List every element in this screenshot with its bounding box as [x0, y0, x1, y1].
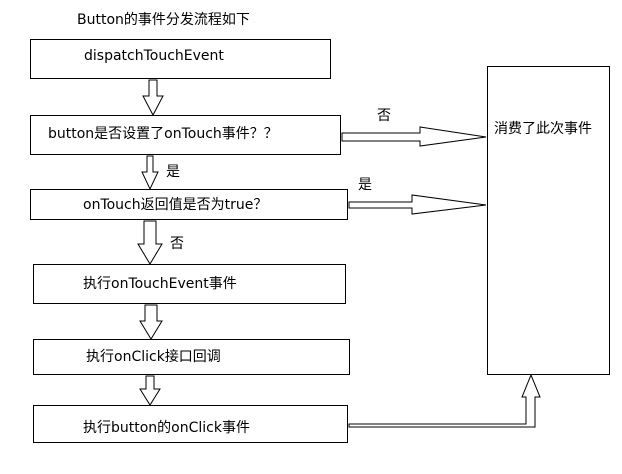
label-dispatch-touch-event: dispatchTouchEvent — [84, 48, 224, 64]
box-exec-onclick-interface — [33, 339, 350, 375]
label-exec-onclick-interface: 执行onClick接口回调 — [86, 349, 221, 365]
arrow-down-2 — [141, 155, 159, 191]
box-dispatch-touch-event — [30, 39, 331, 79]
arrow-right-yes — [348, 194, 487, 215]
arrow-down-1 — [142, 79, 164, 117]
label-consumed: 消费了此次事件 — [494, 121, 592, 137]
edge-label-yes-1: 是 — [166, 164, 180, 180]
arrow-up-return — [348, 373, 541, 428]
box-has-ontouch — [30, 115, 341, 155]
diagram-title: Button的事件分发流程如下 — [77, 12, 250, 28]
arrow-down-4 — [139, 304, 163, 340]
arrow-down-3 — [137, 220, 163, 265]
arrow-right-no — [341, 126, 487, 147]
label-exec-ontouchevent: 执行onTouchEvent事件 — [83, 276, 237, 292]
label-exec-button-onclick: 执行button的onClick事件 — [83, 420, 250, 436]
box-exec-ontouchevent — [33, 264, 346, 304]
edge-label-no-2: 否 — [170, 236, 184, 252]
arrow-down-5 — [139, 375, 161, 406]
box-ontouch-return — [30, 189, 348, 220]
edge-label-yes-2: 是 — [358, 177, 372, 193]
box-consumed — [487, 66, 610, 375]
label-ontouch-return: onTouch返回值是否为true？ — [83, 197, 268, 213]
box-exec-button-onclick — [33, 405, 348, 443]
label-has-ontouch: button是否设置了onTouch事件？？ — [48, 126, 278, 142]
edge-label-no-1: 否 — [377, 108, 391, 124]
